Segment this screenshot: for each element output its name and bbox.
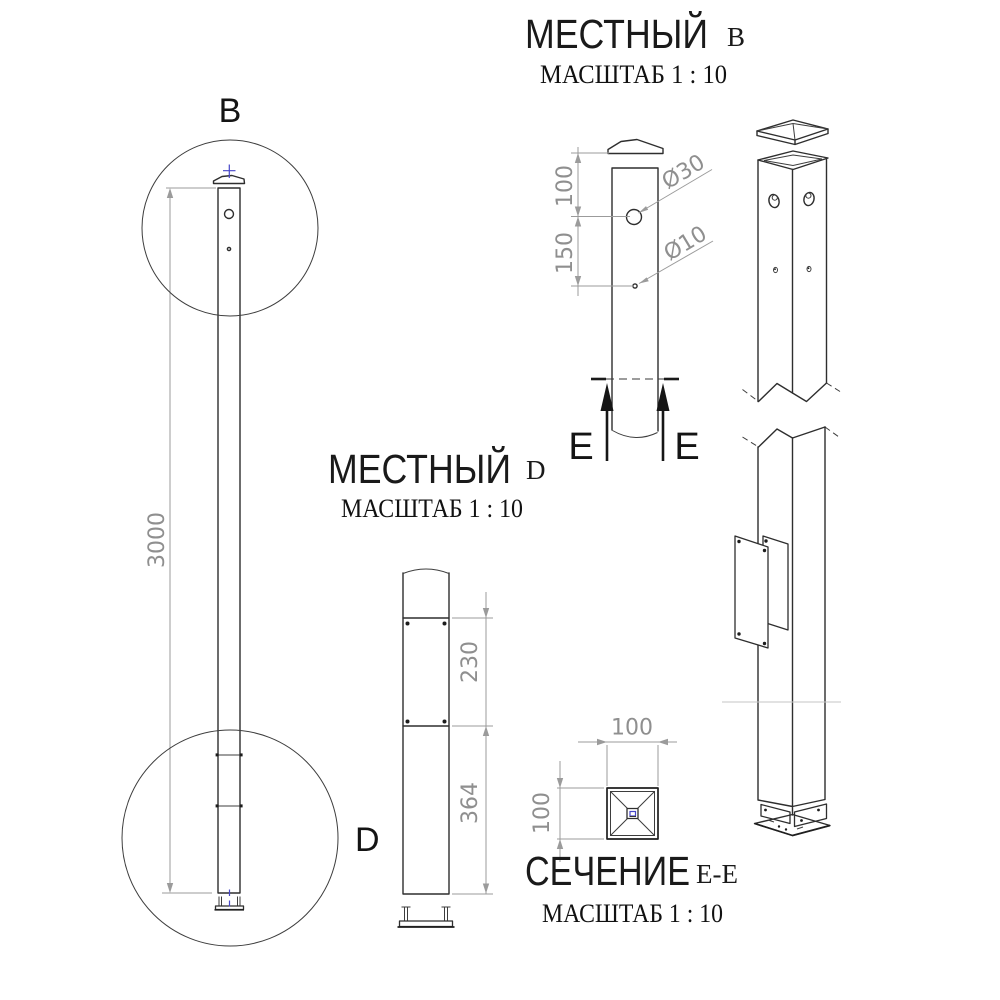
view-label-d: D <box>355 821 380 859</box>
section-label-right: E <box>674 426 699 468</box>
detail-circle-d <box>121 729 339 947</box>
dimension-section-width: 100 <box>578 716 677 786</box>
detail-d-title: МЕСТНЫЙ <box>328 446 511 492</box>
iso-bottom-break <box>742 426 840 448</box>
detail-b-title-sub: В <box>727 22 745 52</box>
detail-b-pole <box>611 167 659 432</box>
dimension-3000 <box>162 187 216 894</box>
iso-base-bracket <box>753 803 831 837</box>
dimension-100-150: 100 150 <box>553 147 634 296</box>
detail-b-title: МЕСТНЫЙ <box>525 11 708 57</box>
detail-d-pole <box>402 572 450 895</box>
dimension-230-364: 230 364 <box>452 592 493 895</box>
hole-30-main <box>223 208 235 220</box>
iso-bottom-view <box>722 426 841 837</box>
pole-cap <box>212 174 246 185</box>
section-inner-square <box>610 791 655 836</box>
dim-section-width: 100 <box>611 716 653 741</box>
iso-cap <box>756 119 829 146</box>
section-title: СЕЧЕНИЕ <box>525 848 690 894</box>
detail-circle-b <box>141 139 319 317</box>
main-pole-view: 3000 B D <box>121 92 380 947</box>
dim-large-hole: Ø30 <box>658 150 710 195</box>
iso-top-break <box>742 382 841 403</box>
section-outer-square <box>606 787 659 840</box>
detail-d-break-line <box>402 568 450 574</box>
detail-b-cap <box>607 138 664 155</box>
detail-d-title-sub: D <box>526 455 546 485</box>
dim-section-height: 100 <box>530 792 555 834</box>
leader-dia-10: Ø10 <box>638 222 714 284</box>
pole-outline <box>217 187 241 894</box>
view-label-b: B <box>219 92 242 130</box>
dim-hole-top-offset: 100 <box>553 165 578 207</box>
detail-d-view: МЕСТНЫЙ D МАСШТАБ 1 : 10 230 364 <box>328 446 546 928</box>
iso-top-view <box>742 119 841 403</box>
detail-d-scale: МАСШТАБ 1 : 10 <box>341 494 523 523</box>
detail-d-bracket <box>397 906 455 928</box>
section-ee-view: 100 100 СЕЧЕНИЕ Е-Е МАСШТАБ 1 : 10 <box>525 716 738 929</box>
iso-tube-opening <box>757 150 829 171</box>
detail-b-scale: МАСШТАБ 1 : 10 <box>540 60 727 89</box>
dim-lower-segment: 364 <box>458 782 483 824</box>
dim-small-hole: Ø10 <box>660 222 712 267</box>
hole-10-main <box>226 246 232 252</box>
detail-d-plate <box>402 617 450 727</box>
section-cut-ee: E E <box>568 377 700 468</box>
section-scale: МАСШТАБ 1 : 10 <box>542 899 723 928</box>
cap-center-mark <box>223 164 236 178</box>
dim-plate-height: 230 <box>458 641 483 683</box>
leader-dia-30: Ø30 <box>638 150 713 214</box>
plate-seams <box>215 753 243 808</box>
detail-b-break-line <box>612 430 658 438</box>
base-bracket-main <box>214 889 245 911</box>
iso-top-body <box>757 157 828 403</box>
dim-pole-length: 3000 <box>145 512 170 568</box>
iso-plates <box>734 535 789 649</box>
dim-hole-spacing: 150 <box>553 232 578 274</box>
detail-b-view: МЕСТНЫЙ В МАСШТАБ 1 : 10 Ø30 Ø10 10 <box>525 11 745 468</box>
section-center-detail <box>626 807 639 820</box>
section-title-sub: Е-Е <box>696 859 738 889</box>
dimension-section-height: 100 <box>530 761 604 862</box>
section-label-left: E <box>568 426 593 468</box>
iso-top-holes <box>768 191 815 274</box>
